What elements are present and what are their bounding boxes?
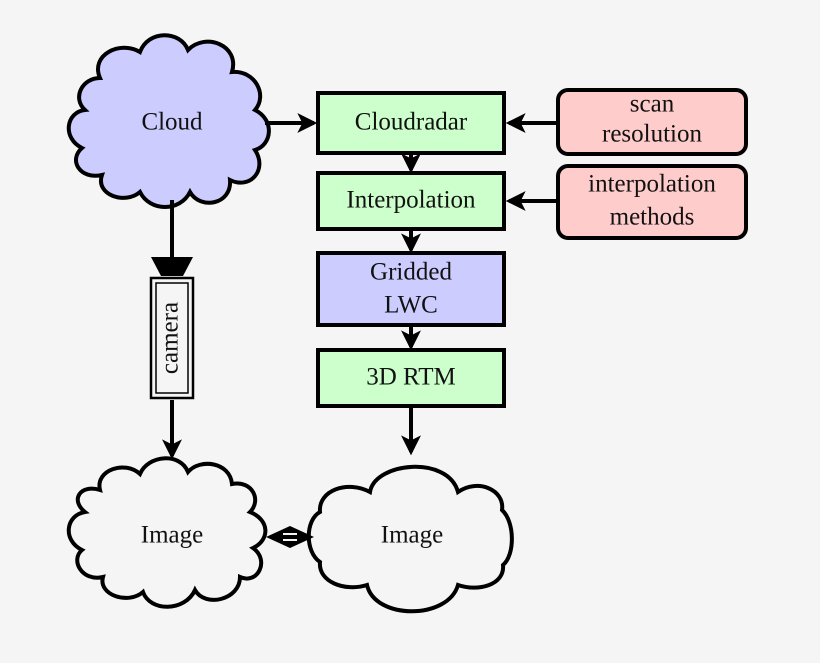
scan-resolution-box bbox=[556, 88, 748, 156]
cloudradar-box bbox=[316, 91, 506, 155]
interpolation-methods-label-line2: methods bbox=[610, 204, 695, 231]
gridded-lwc-node[interactable]: Gridded LWC bbox=[316, 251, 506, 327]
rtm-node[interactable]: 3D RTM bbox=[316, 348, 506, 408]
cloudradar-node[interactable]: Cloudradar bbox=[316, 91, 506, 155]
cloud-label: Cloud bbox=[141, 109, 203, 136]
cloud-node[interactable]: Cloud bbox=[66, 33, 271, 209]
comparison-equal-bar-top bbox=[283, 533, 297, 535]
camera-label: camera bbox=[157, 302, 184, 374]
interpolation-node[interactable]: Interpolation bbox=[316, 171, 506, 231]
gridded-lwc-label-line1: Gridded bbox=[370, 259, 452, 286]
interpolation-box bbox=[316, 171, 506, 231]
camera-lens-icon bbox=[151, 257, 193, 276]
camera-inner-frame bbox=[155, 282, 189, 394]
gridded-lwc-box bbox=[316, 251, 506, 327]
image-simulated-node[interactable]: Image bbox=[306, 464, 514, 614]
rtm-label: 3D RTM bbox=[366, 364, 455, 391]
camera-node[interactable]: camera bbox=[149, 257, 195, 400]
interpolation-label: Interpolation bbox=[346, 187, 476, 214]
image-observed-label: Image bbox=[141, 522, 203, 549]
interpolation-methods-box bbox=[556, 164, 748, 240]
interpolation-methods-node[interactable]: interpolation methods bbox=[556, 164, 748, 240]
image-observed-node[interactable]: Image bbox=[66, 456, 268, 609]
interpolation-methods-label-line1: interpolation bbox=[588, 171, 716, 198]
comparison-arrow-head bbox=[266, 526, 314, 548]
comparison-arrow bbox=[266, 526, 314, 548]
scan-resolution-label-line1: scan bbox=[630, 91, 675, 118]
cloudradar-label: Cloudradar bbox=[355, 109, 468, 136]
image-simulated-cloud-shape bbox=[306, 464, 514, 614]
image-observed-cloud-shape bbox=[66, 456, 268, 609]
cloud-shape bbox=[66, 33, 271, 209]
image-simulated-label: Image bbox=[381, 522, 443, 549]
comparison-equal-bar-bottom bbox=[283, 539, 297, 541]
rtm-box bbox=[316, 348, 506, 408]
scan-resolution-node[interactable]: scan resolution bbox=[556, 88, 748, 156]
scan-resolution-label-line2: resolution bbox=[602, 121, 702, 148]
gridded-lwc-label-line2: LWC bbox=[384, 292, 438, 319]
